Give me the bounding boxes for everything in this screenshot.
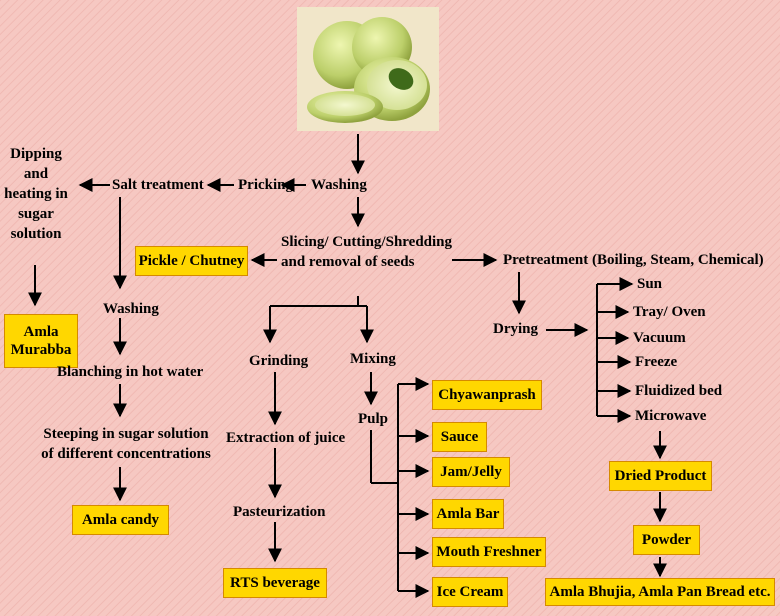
node-slicing: Slicing/ Cutting/Shredding and removal o… — [281, 234, 453, 270]
box-jam-jelly: Jam/Jelly — [432, 457, 510, 487]
box-amla-murabba: Amla Murabba — [4, 314, 78, 368]
box-amla-candy: Amla candy — [72, 505, 169, 535]
node-freeze: Freeze — [635, 354, 678, 370]
box-rts-beverage: RTS beverage — [223, 568, 327, 598]
node-extraction: Extraction of juice — [226, 430, 346, 446]
node-pasteurization: Pasteurization — [233, 504, 326, 520]
node-blanching: Blanching in hot water — [57, 364, 204, 380]
node-drying: Drying — [493, 321, 538, 337]
box-amla-bhujia: Amla Bhujia, Amla Pan Bread etc. — [545, 578, 775, 606]
node-mixing: Mixing — [350, 351, 396, 367]
node-tray-oven: Tray/ Oven — [633, 304, 706, 320]
node-grinding: Grinding — [249, 353, 309, 369]
node-pretreatment: Pretreatment (Boiling, Steam, Chemical) — [503, 252, 764, 268]
box-amla-bar: Amla Bar — [432, 499, 504, 529]
node-steeping: Steeping in sugar solution of different … — [41, 426, 211, 462]
node-washing: Washing — [311, 177, 367, 193]
node-dipping: Dipping and heating in sugar solution — [4, 146, 68, 242]
box-sauce: Sauce — [432, 422, 487, 452]
node-sun: Sun — [637, 276, 663, 292]
node-fluidized-bed: Fluidized bed — [635, 383, 723, 399]
amla-fruit-image — [297, 7, 439, 131]
node-microwave: Microwave — [635, 408, 707, 424]
box-dried-product: Dried Product — [609, 461, 712, 491]
box-chyawanprash: Chyawanprash — [432, 380, 542, 410]
node-vacuum: Vacuum — [633, 330, 686, 346]
node-pulp: Pulp — [358, 411, 389, 427]
box-powder: Powder — [633, 525, 700, 555]
node-pricking: Pricking — [238, 177, 293, 193]
node-washing-2: Washing — [103, 301, 159, 317]
node-salt-treatment: Salt treatment — [112, 177, 204, 193]
box-pickle-chutney: Pickle / Chutney — [135, 246, 248, 276]
box-ice-cream: Ice Cream — [432, 577, 508, 607]
box-mouth-freshner: Mouth Freshner — [432, 537, 546, 567]
